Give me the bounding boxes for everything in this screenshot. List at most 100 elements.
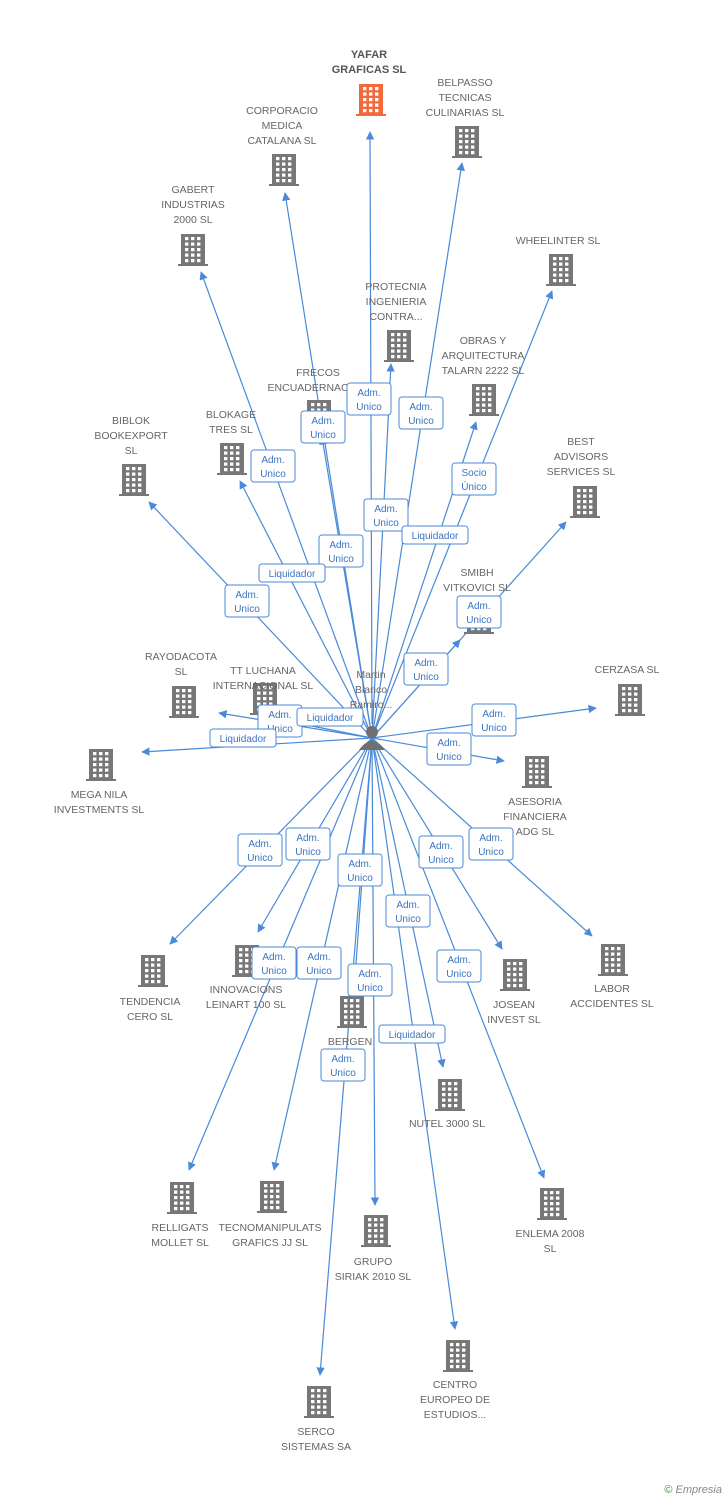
relation-text-line: Unico bbox=[478, 847, 504, 858]
person-icon[interactable] bbox=[359, 726, 385, 750]
relation-text-line: Liquidador bbox=[307, 713, 354, 724]
company-label-serco-line: SERCO bbox=[297, 1426, 334, 1438]
relation-text-line: Adm. bbox=[311, 416, 334, 427]
company-label-belpasso-line: TECNICAS bbox=[438, 92, 491, 104]
relation-text-line: Liquidador bbox=[220, 734, 267, 745]
company-label-nutel[interactable]: NUTEL 3000 SL bbox=[409, 1118, 485, 1130]
building-icon bbox=[443, 1340, 473, 1372]
relation-badge[interactable]: Adm.Unico bbox=[426, 732, 472, 766]
company-label-josean-line: INVEST SL bbox=[487, 1014, 541, 1026]
relation-badge[interactable]: Adm.Unico bbox=[337, 853, 383, 887]
building-icon bbox=[546, 254, 576, 286]
company-label-rayodacota-line: RAYODACOTA bbox=[145, 651, 217, 663]
company-label-bergen-line: BERGEN bbox=[328, 1036, 372, 1048]
relation-badge[interactable]: Adm.Unico bbox=[250, 449, 296, 483]
company-label-gabert-line: GABERT bbox=[172, 184, 216, 196]
relation-badge[interactable]: Adm.Unico bbox=[251, 946, 297, 980]
relation-badge[interactable]: Liquidador bbox=[258, 563, 326, 583]
relation-badge[interactable]: Adm.Unico bbox=[285, 827, 331, 861]
building-icon bbox=[598, 944, 628, 976]
relation-badge[interactable]: Adm.Unico bbox=[237, 833, 283, 867]
relation-badge[interactable]: Adm.Unico bbox=[471, 703, 517, 737]
relation-text-line: Adm. bbox=[409, 402, 432, 413]
relation-badge[interactable]: Adm.Unico bbox=[436, 949, 482, 983]
footer-brand[interactable]: © Empresia bbox=[664, 1484, 722, 1496]
relation-badge[interactable]: Liquidador bbox=[401, 525, 469, 545]
relation-badge[interactable]: Liquidador bbox=[296, 707, 364, 727]
company-label-tendencia-line: TENDENCIA bbox=[120, 996, 181, 1008]
relation-badge[interactable]: Adm.Unico bbox=[398, 396, 444, 430]
relation-text-line: Unico bbox=[436, 752, 462, 763]
relation-text-line: Unico bbox=[413, 672, 439, 683]
relation-badge[interactable]: Adm.Unico bbox=[418, 835, 464, 869]
relation-badge[interactable]: Adm.Unico bbox=[456, 595, 502, 629]
relation-badge[interactable]: Adm.Unico bbox=[300, 410, 346, 444]
edge-blokage bbox=[239, 480, 373, 739]
relation-badge[interactable]: Adm.Unico bbox=[347, 963, 393, 997]
relation-badge[interactable]: Adm.Unico bbox=[346, 382, 392, 416]
company-label-cerzasa-line: CERZASA SL bbox=[595, 664, 660, 676]
relation-text: Liquidador bbox=[412, 531, 459, 542]
building-icon bbox=[178, 234, 208, 266]
company-label-asesoria-line: FINANCIERA bbox=[503, 811, 567, 823]
relation-badge[interactable]: Adm.Unico bbox=[296, 946, 342, 980]
relation-text-line: Único bbox=[461, 480, 487, 493]
relation-text: Adm.Unico bbox=[436, 738, 462, 763]
relation-badge[interactable]: Adm.Unico bbox=[320, 1048, 366, 1082]
relation-badge[interactable]: Adm.Unico bbox=[385, 894, 431, 928]
edge-wheelinter bbox=[371, 290, 554, 739]
relation-text-line: Unico bbox=[466, 615, 492, 626]
company-label-wheelinter[interactable]: WHEELINTER SL bbox=[516, 235, 601, 247]
relation-text-line: Adm. bbox=[374, 504, 397, 515]
relation-badge[interactable]: Adm.Unico bbox=[363, 498, 409, 532]
company-label-nutel-line: NUTEL 3000 SL bbox=[409, 1118, 485, 1130]
building-icon bbox=[500, 959, 530, 991]
building-icon bbox=[257, 1181, 287, 1213]
relation-badge[interactable]: Adm.Unico bbox=[318, 534, 364, 568]
relation-text-line: Socio bbox=[461, 468, 486, 479]
person-name-label-line: Martin bbox=[356, 669, 385, 681]
company-label-protecnia-line: INGENIERIA bbox=[366, 296, 427, 308]
company-label-cerzasa[interactable]: CERZASA SL bbox=[595, 664, 660, 676]
building-icon bbox=[522, 756, 552, 788]
relation-badge[interactable]: Liquidador bbox=[378, 1024, 446, 1044]
edge-belpasso bbox=[371, 162, 465, 739]
company-label-biblok-line: BIBLOK bbox=[112, 415, 150, 427]
relation-text-line: Adm. bbox=[329, 540, 352, 551]
relation-text-line: Unico bbox=[481, 723, 507, 734]
relation-badge[interactable]: Adm.Unico bbox=[468, 827, 514, 861]
relation-text-line: Adm. bbox=[429, 841, 452, 852]
relation-text-line: Unico bbox=[356, 402, 382, 413]
relation-badge[interactable]: Liquidador bbox=[209, 728, 277, 748]
relation-badge[interactable]: Adm.Unico bbox=[224, 584, 270, 618]
relation-badge[interactable]: Adm.Unico bbox=[403, 652, 449, 686]
